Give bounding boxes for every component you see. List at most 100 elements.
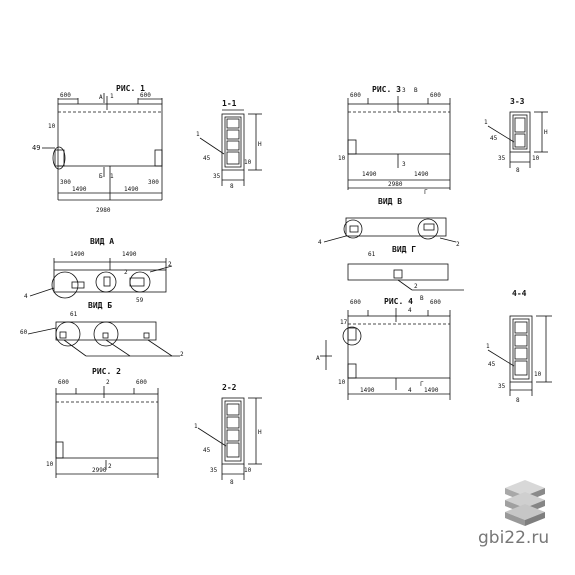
fig2-block — [55, 386, 159, 478]
mark-1: 1 — [110, 93, 114, 100]
dim-h: H — [544, 129, 548, 136]
callout-1: 1 — [484, 119, 488, 126]
dim-1490: 1490 — [362, 171, 377, 178]
callout-2: 2 — [168, 261, 172, 268]
dim-8: 8 — [230, 479, 234, 486]
callout-1: 1 — [196, 131, 200, 138]
dim-35: 35 — [498, 383, 506, 390]
mark-g: Г — [420, 381, 424, 388]
mark-a: А — [99, 94, 103, 101]
dim-10: 10 — [48, 123, 56, 130]
mark-3: 3 — [402, 161, 406, 168]
dim-8: 8 — [230, 183, 234, 190]
dim-1490: 1490 — [70, 251, 85, 258]
dim-600: 600 — [140, 92, 151, 99]
section-4-4 — [487, 315, 552, 396]
dim-45: 45 — [203, 447, 211, 454]
fig1-block — [42, 93, 163, 201]
dim-300: 300 — [60, 179, 71, 186]
callout-4: 4 — [24, 293, 28, 300]
section-2-2-title: 2-2 — [222, 383, 237, 392]
section-2-2 — [197, 397, 262, 480]
mark-3: 3 — [402, 87, 406, 94]
section-3-3 — [487, 111, 548, 168]
view-b-title: ВИД Б — [88, 301, 112, 310]
mark-v: В — [414, 87, 418, 94]
dim-600: 600 — [60, 92, 71, 99]
callout-49: 49 — [32, 144, 40, 152]
callout-2: 2 — [414, 283, 418, 290]
callout-61: 61 — [368, 251, 376, 258]
section-1-1-title: 1-1 — [222, 99, 237, 108]
callout-4: 4 — [318, 239, 322, 246]
dim-10: 10 — [338, 379, 346, 386]
callout-61: 61 — [70, 311, 78, 318]
dim-1490: 1490 — [414, 171, 429, 178]
brand-logo-icon — [505, 480, 545, 526]
mark-b: Б — [99, 173, 103, 180]
dim-8: 8 — [516, 167, 520, 174]
mark-2: 2 — [108, 463, 112, 470]
dim-45: 45 — [203, 155, 211, 162]
dim-600: 600 — [430, 92, 441, 99]
section-4-4-title: 4-4 — [512, 289, 527, 298]
dim-1490: 1490 — [72, 186, 87, 193]
dim-600: 600 — [136, 379, 147, 386]
dim-45: 45 — [490, 135, 498, 142]
view-v-title: ВИД В — [378, 197, 402, 206]
callout-2: 2 — [456, 241, 460, 248]
dim-10: 10 — [338, 155, 346, 162]
labels: РИС. 1 600 600 А 1 Б 1 300 300 1490 1490… — [20, 84, 548, 486]
callout-59: 59 — [136, 297, 144, 304]
dim-600: 600 — [430, 299, 441, 306]
dim-10: 10 — [532, 155, 540, 162]
dim-10: 10 — [534, 371, 542, 378]
dim-300: 300 — [148, 179, 159, 186]
view-g-title: ВИД Г — [392, 245, 416, 254]
dim-600: 600 — [58, 379, 69, 386]
dim-h: H — [258, 141, 262, 148]
fig1-title: РИС. 1 — [116, 84, 145, 93]
fig2-title: РИС. 2 — [92, 367, 121, 376]
callout-60: 60 — [20, 329, 28, 336]
mark-g: Г — [424, 189, 428, 196]
mark-1: 1 — [110, 173, 114, 180]
dim-2990: 2990 — [92, 467, 107, 474]
mark-4: 4 — [408, 307, 412, 314]
dim-45: 45 — [488, 361, 496, 368]
mark-a: А — [316, 355, 320, 362]
dim-1490: 1490 — [360, 387, 375, 394]
section-1-1 — [199, 109, 262, 186]
dim-10: 10 — [244, 467, 252, 474]
dim-35: 35 — [210, 467, 218, 474]
view-a — [29, 258, 173, 299]
dim-8: 8 — [516, 397, 520, 404]
fig4-block — [320, 308, 451, 400]
fig3-title: РИС. 3 — [372, 85, 401, 94]
dim-h: H — [258, 429, 262, 436]
dim-10: 10 — [244, 159, 252, 166]
mark-v: В — [420, 295, 424, 302]
view-b — [27, 321, 180, 357]
dim-35: 35 — [213, 173, 221, 180]
dim-1490: 1490 — [122, 251, 137, 258]
dim-2980: 2980 — [388, 181, 403, 188]
dim-1490: 1490 — [124, 186, 139, 193]
view-g — [347, 263, 464, 291]
dim-600: 600 — [350, 92, 361, 99]
view-a-title: ВИД А — [90, 237, 114, 246]
fig4-title: РИС. 4 — [384, 297, 413, 306]
view-v — [323, 217, 457, 243]
dim-1490: 1490 — [424, 387, 439, 394]
callout-17: 17 — [340, 319, 348, 326]
dim-2980: 2980 — [96, 207, 111, 214]
dim-35: 35 — [498, 155, 506, 162]
callout-1: 1 — [194, 423, 198, 430]
callout-2: 2 — [124, 269, 128, 276]
section-3-3-title: 3-3 — [510, 97, 525, 106]
callout-1: 1 — [486, 343, 490, 350]
mark-2: 2 — [106, 379, 110, 386]
dim-4: 4 — [408, 387, 412, 394]
site-watermark: gbi22.ru — [478, 528, 550, 548]
